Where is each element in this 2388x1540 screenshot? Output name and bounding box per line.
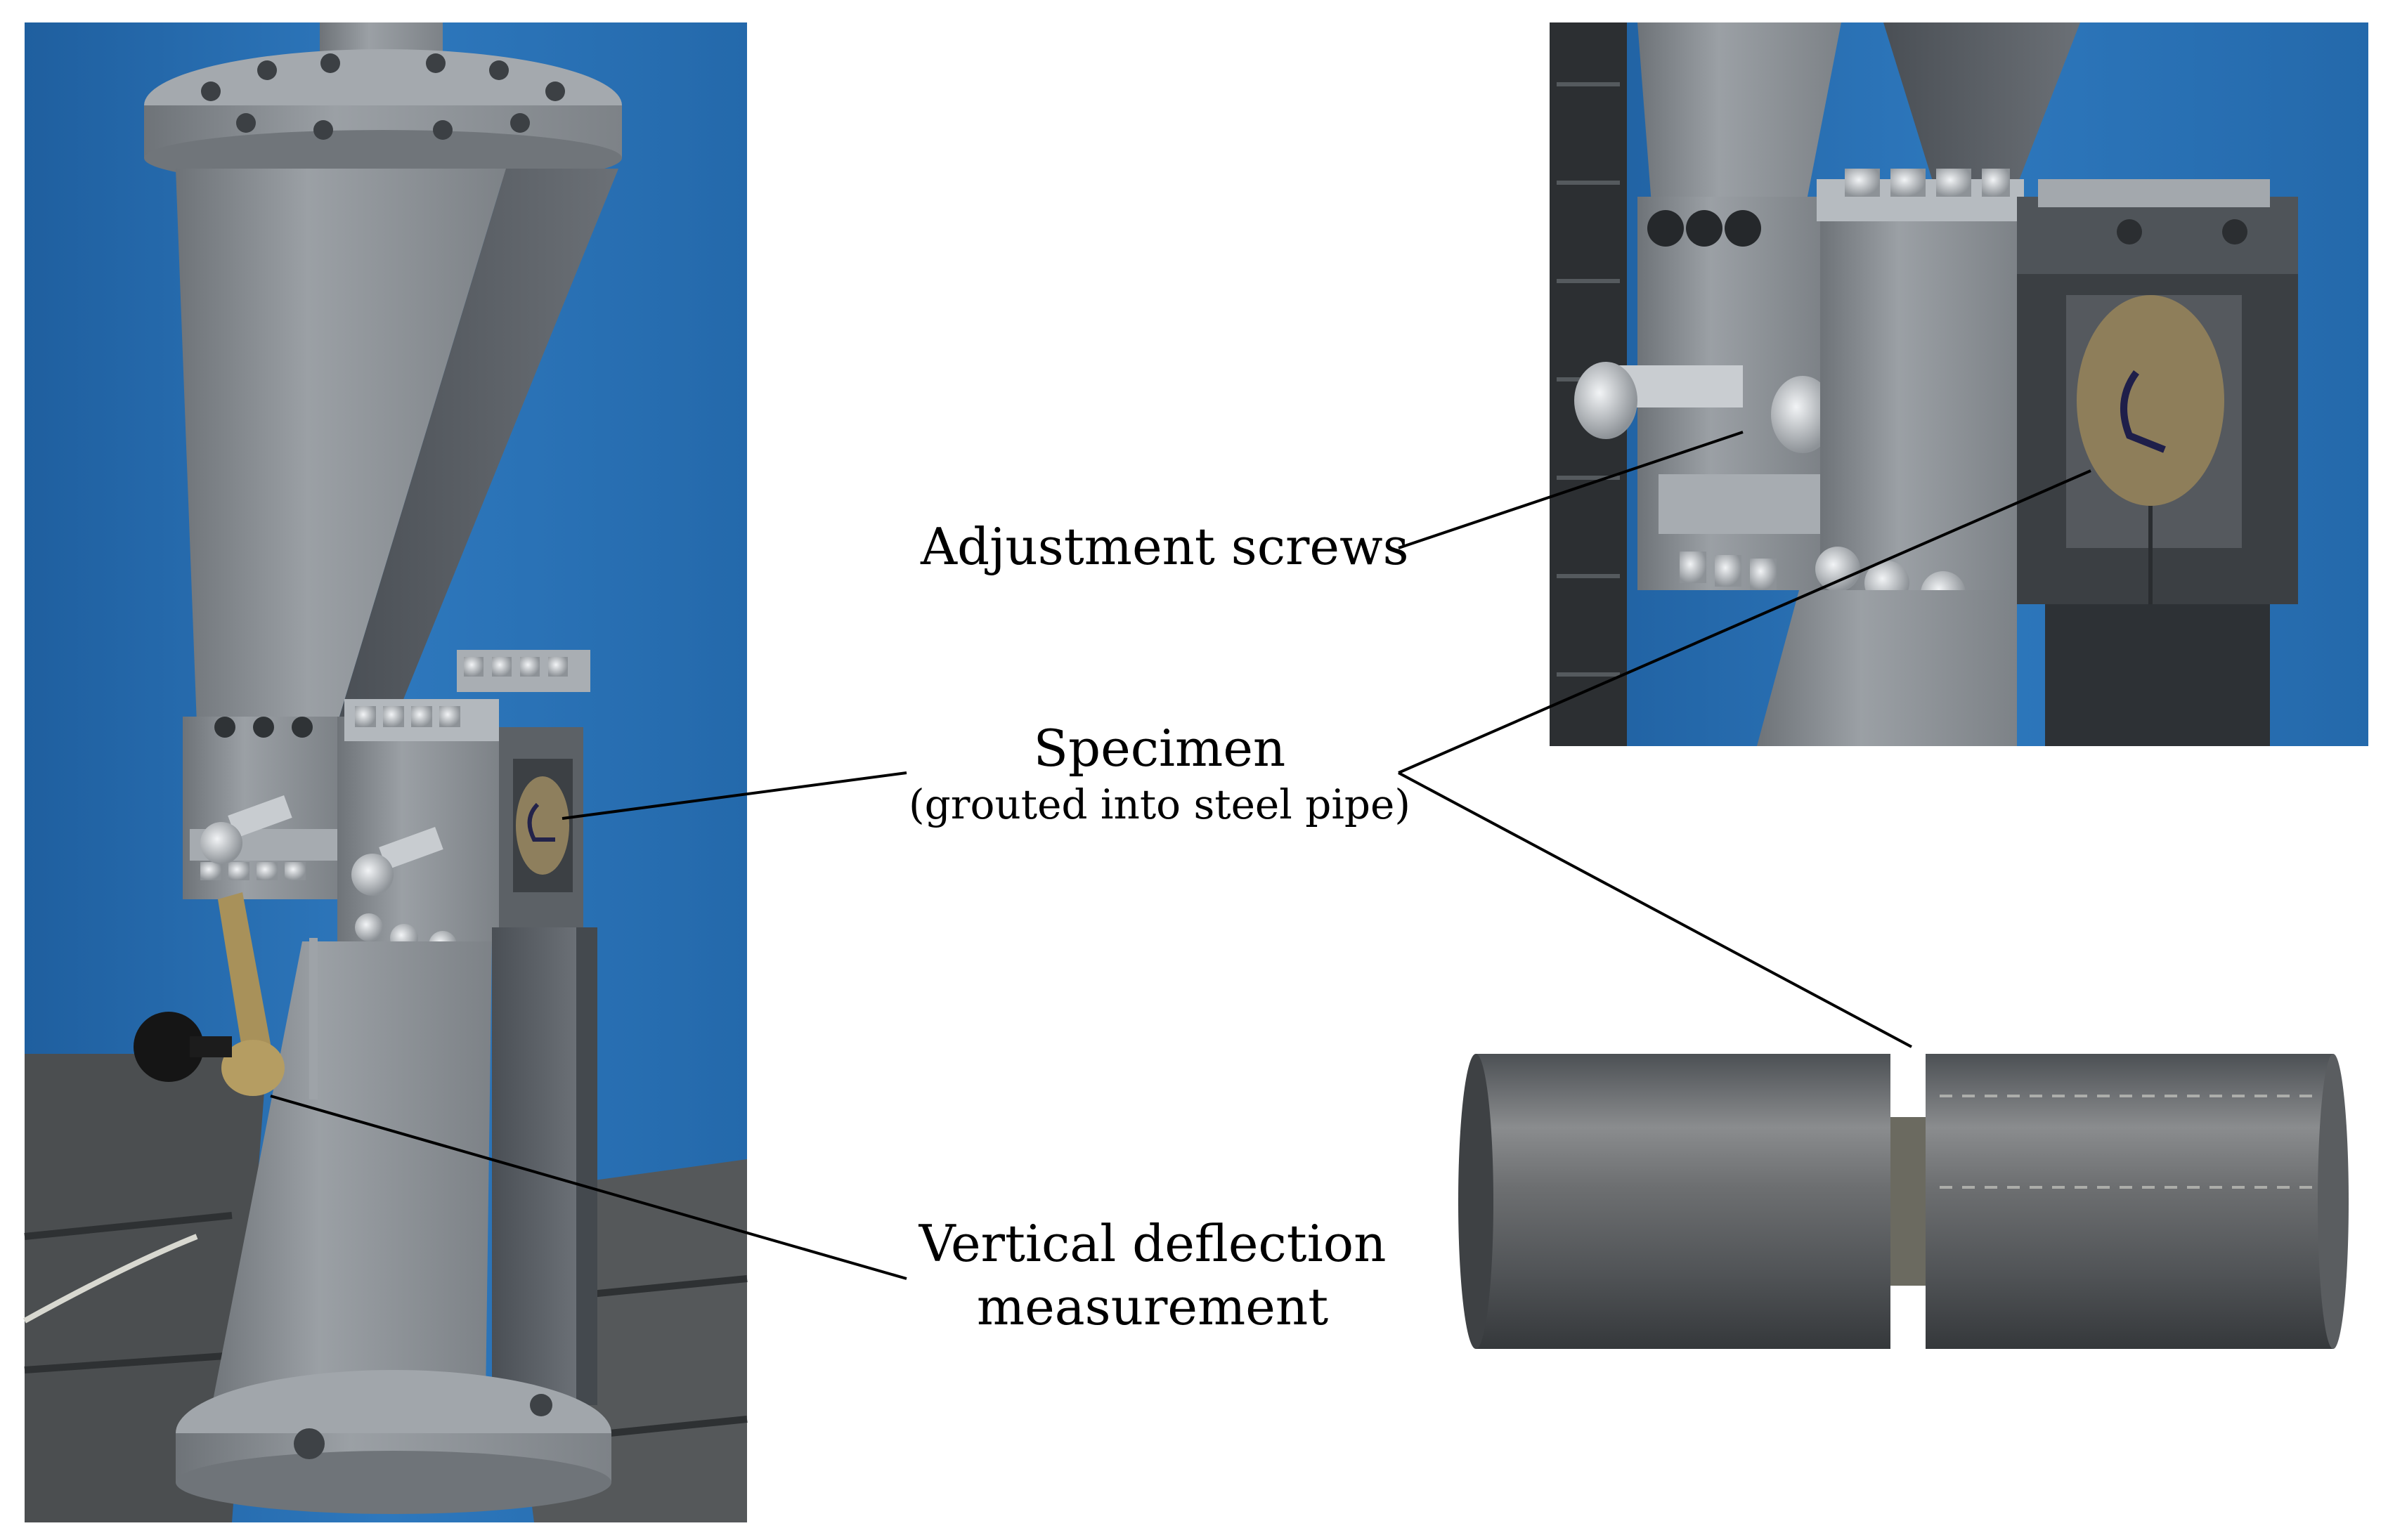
label-vertical-deflection-line2: measurement (976, 1277, 1329, 1336)
leader-lines (270, 431, 2091, 1280)
leader-adjustment-screws (1398, 431, 1744, 549)
leader-vertical-deflection (270, 1095, 907, 1280)
adjustment-screw-left (200, 822, 242, 864)
specimen-end (516, 776, 569, 875)
adjustment-screw-right (351, 854, 394, 896)
cable (23, 1234, 198, 1324)
detail-screw-head-right (1771, 376, 1834, 453)
label-specimen-note: (grouted into steel pipe) (909, 781, 1410, 828)
left-photo (23, 22, 748, 1522)
label-adjustment-screws: Adjustment screws (921, 517, 1409, 576)
gauge-rod (309, 938, 318, 1099)
leader-specimen-pipe (1398, 771, 1912, 1048)
leader-specimen-left (562, 771, 907, 820)
upper-plate-edge (337, 169, 618, 724)
detail-photo (1550, 22, 2368, 746)
support-column (492, 927, 576, 1405)
detail-specimen-end (2077, 295, 2224, 506)
leader-specimen-detail (1398, 469, 2091, 774)
grout-gap (1890, 1117, 1926, 1286)
lower-plate (204, 941, 492, 1447)
upper-plate (176, 169, 506, 724)
right-jaw (337, 717, 499, 941)
detail-screw-head-left (1574, 362, 1637, 439)
pipe-photo (1458, 1054, 2349, 1349)
pipe-half-left (1476, 1054, 1890, 1349)
knob (134, 1012, 204, 1082)
label-specimen: Specimen (1033, 719, 1286, 778)
label-vertical-deflection-line1: Vertical deflection (919, 1214, 1387, 1273)
pipe-half-right (1926, 1054, 2333, 1349)
